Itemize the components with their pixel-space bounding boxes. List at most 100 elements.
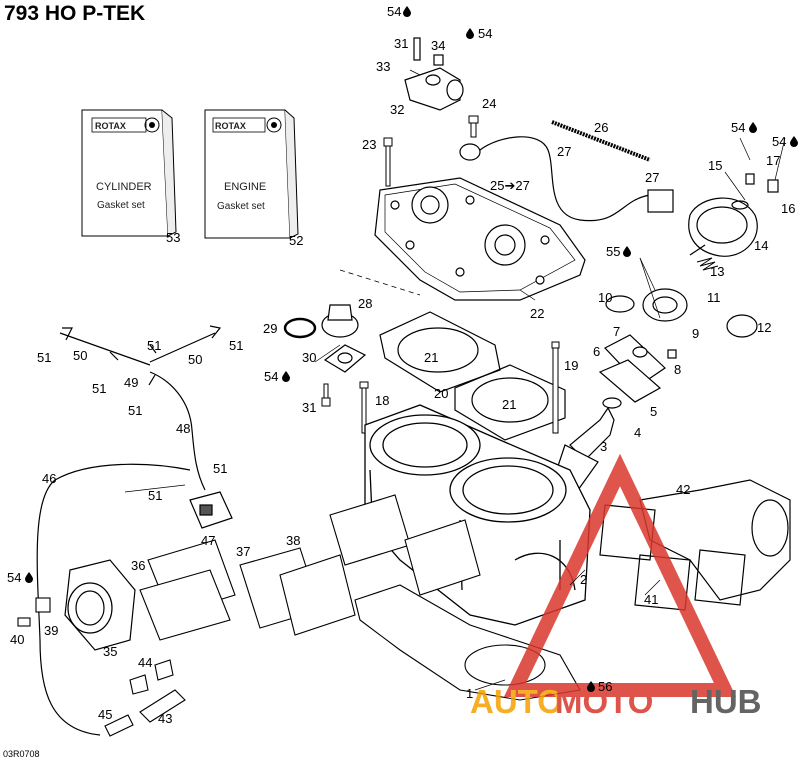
part-label: 50 — [188, 352, 202, 367]
part-label: 53 — [166, 230, 180, 245]
gasket-box-brand: ROTAX — [95, 121, 126, 131]
carb-adaptor[interactable] — [64, 559, 136, 651]
part-label: 51 — [229, 338, 243, 353]
part-label: 48 — [176, 421, 190, 436]
gasket-box-line2: Gasket set — [217, 201, 265, 212]
part-label: 39 — [44, 623, 58, 638]
part-label: 54 — [387, 4, 401, 19]
part-label: 51 — [128, 403, 142, 418]
part-label: 46 — [42, 471, 56, 486]
part-label: 12 — [757, 320, 771, 335]
guide-line — [339, 269, 421, 296]
oil-drop-icon — [25, 572, 33, 583]
svg-text:HUB: HUB — [690, 683, 762, 720]
part-label: 6 — [593, 344, 600, 359]
gasket-box-line1: CYLINDER — [96, 181, 152, 193]
oil-lines[interactable] — [36, 325, 222, 736]
part-label: 31 — [302, 400, 316, 415]
part-label: 51 — [147, 338, 161, 353]
part-label: 54 — [478, 26, 492, 41]
oil-drop-icons — [25, 6, 798, 692]
part-label: 24 — [482, 96, 496, 111]
spring-13 — [696, 257, 719, 271]
gasket-box-engine[interactable]: ROTAX ENGINE Gasket set — [204, 109, 299, 239]
part-label: 41 — [644, 592, 658, 607]
part-label: 30 — [302, 350, 316, 365]
bolt-31[interactable] — [321, 383, 331, 407]
fittings[interactable] — [17, 597, 186, 737]
part-label: 10 — [598, 290, 612, 305]
part-label: 1 — [466, 686, 473, 701]
part-label: 32 — [390, 102, 404, 117]
part-label: 28 — [358, 296, 372, 311]
part-label: 52 — [289, 233, 303, 248]
part-label: 47 — [201, 533, 215, 548]
part-label: 51 — [148, 488, 162, 503]
part-label: 26 — [594, 120, 608, 135]
gasket-box-cylinder[interactable]: ROTAX CYLINDER Gasket set — [81, 109, 177, 237]
part-label: 2 — [580, 572, 587, 587]
part-label: 19 — [564, 358, 578, 373]
part-label: 13 — [710, 264, 724, 279]
part-label: 51 — [37, 350, 51, 365]
part-label: 54 — [7, 570, 21, 585]
oil-pump[interactable] — [189, 491, 233, 529]
part-label: 34 — [431, 38, 445, 53]
part-label: 21 — [502, 397, 516, 412]
gasket-box-line1: ENGINE — [224, 181, 266, 193]
thermostat-housing[interactable] — [404, 37, 464, 111]
part-label: 25➔27 — [490, 178, 530, 193]
part-label: 15 — [708, 158, 722, 173]
part-label: 49 — [124, 375, 138, 390]
part-label: 23 — [362, 137, 376, 152]
part-label: 11 — [707, 290, 721, 305]
part-label: 3 — [600, 439, 607, 454]
part-label: 55 — [606, 244, 620, 259]
thermostat[interactable] — [283, 304, 367, 373]
stud-18[interactable] — [359, 381, 369, 434]
part-label: 7 — [613, 324, 620, 339]
part-label: 37 — [236, 544, 250, 559]
part-label: 5 — [650, 404, 657, 419]
reed-valve-assembly[interactable] — [139, 494, 481, 641]
temperature-sensor-wire[interactable] — [459, 136, 674, 222]
part-label: 44 — [138, 655, 152, 670]
leader-lines — [124, 69, 786, 691]
reference-code: 03R0708 — [3, 749, 40, 759]
part-label: 18 — [375, 393, 389, 408]
oil-drop-icon — [749, 122, 757, 133]
part-label: 20 — [434, 386, 448, 401]
bolt-23[interactable] — [383, 137, 393, 187]
part-label: 9 — [692, 326, 699, 341]
watermark: AUTO MOTO HUB — [470, 453, 762, 720]
part-label: 21 — [424, 350, 438, 365]
part-labels: 54 31 34 54 33 32 24 26 23 27 27 25➔27 5… — [7, 4, 795, 726]
part-label: 54 — [731, 120, 745, 135]
part-label: 8 — [674, 362, 681, 377]
oil-drop-icon — [282, 371, 290, 382]
part-label: 16 — [781, 201, 795, 216]
part-label: 42 — [676, 482, 690, 497]
part-label: 35 — [103, 644, 117, 659]
svg-text:MOTO: MOTO — [555, 683, 653, 720]
stud-19[interactable] — [551, 341, 560, 434]
wire-loom-26[interactable] — [551, 120, 651, 162]
gasket-box-brand: ROTAX — [215, 121, 246, 131]
part-label: 54 — [264, 369, 278, 384]
part-label: 33 — [376, 59, 390, 74]
part-label: 51 — [92, 381, 106, 396]
page-title: 793 HO P-TEK — [4, 2, 146, 25]
head-gasket-21[interactable] — [379, 311, 566, 441]
bolt-24[interactable] — [468, 115, 479, 138]
water-pump-housing[interactable] — [605, 173, 779, 338]
cylinder-head[interactable] — [374, 177, 586, 301]
part-label: 17 — [766, 153, 780, 168]
part-label: 38 — [286, 533, 300, 548]
oil-drop-icon — [623, 246, 631, 257]
part-label: 40 — [10, 632, 24, 647]
part-label: 27 — [557, 144, 571, 159]
part-label: 36 — [131, 558, 145, 573]
oil-drop-icon — [790, 136, 798, 147]
part-label: 43 — [158, 711, 172, 726]
